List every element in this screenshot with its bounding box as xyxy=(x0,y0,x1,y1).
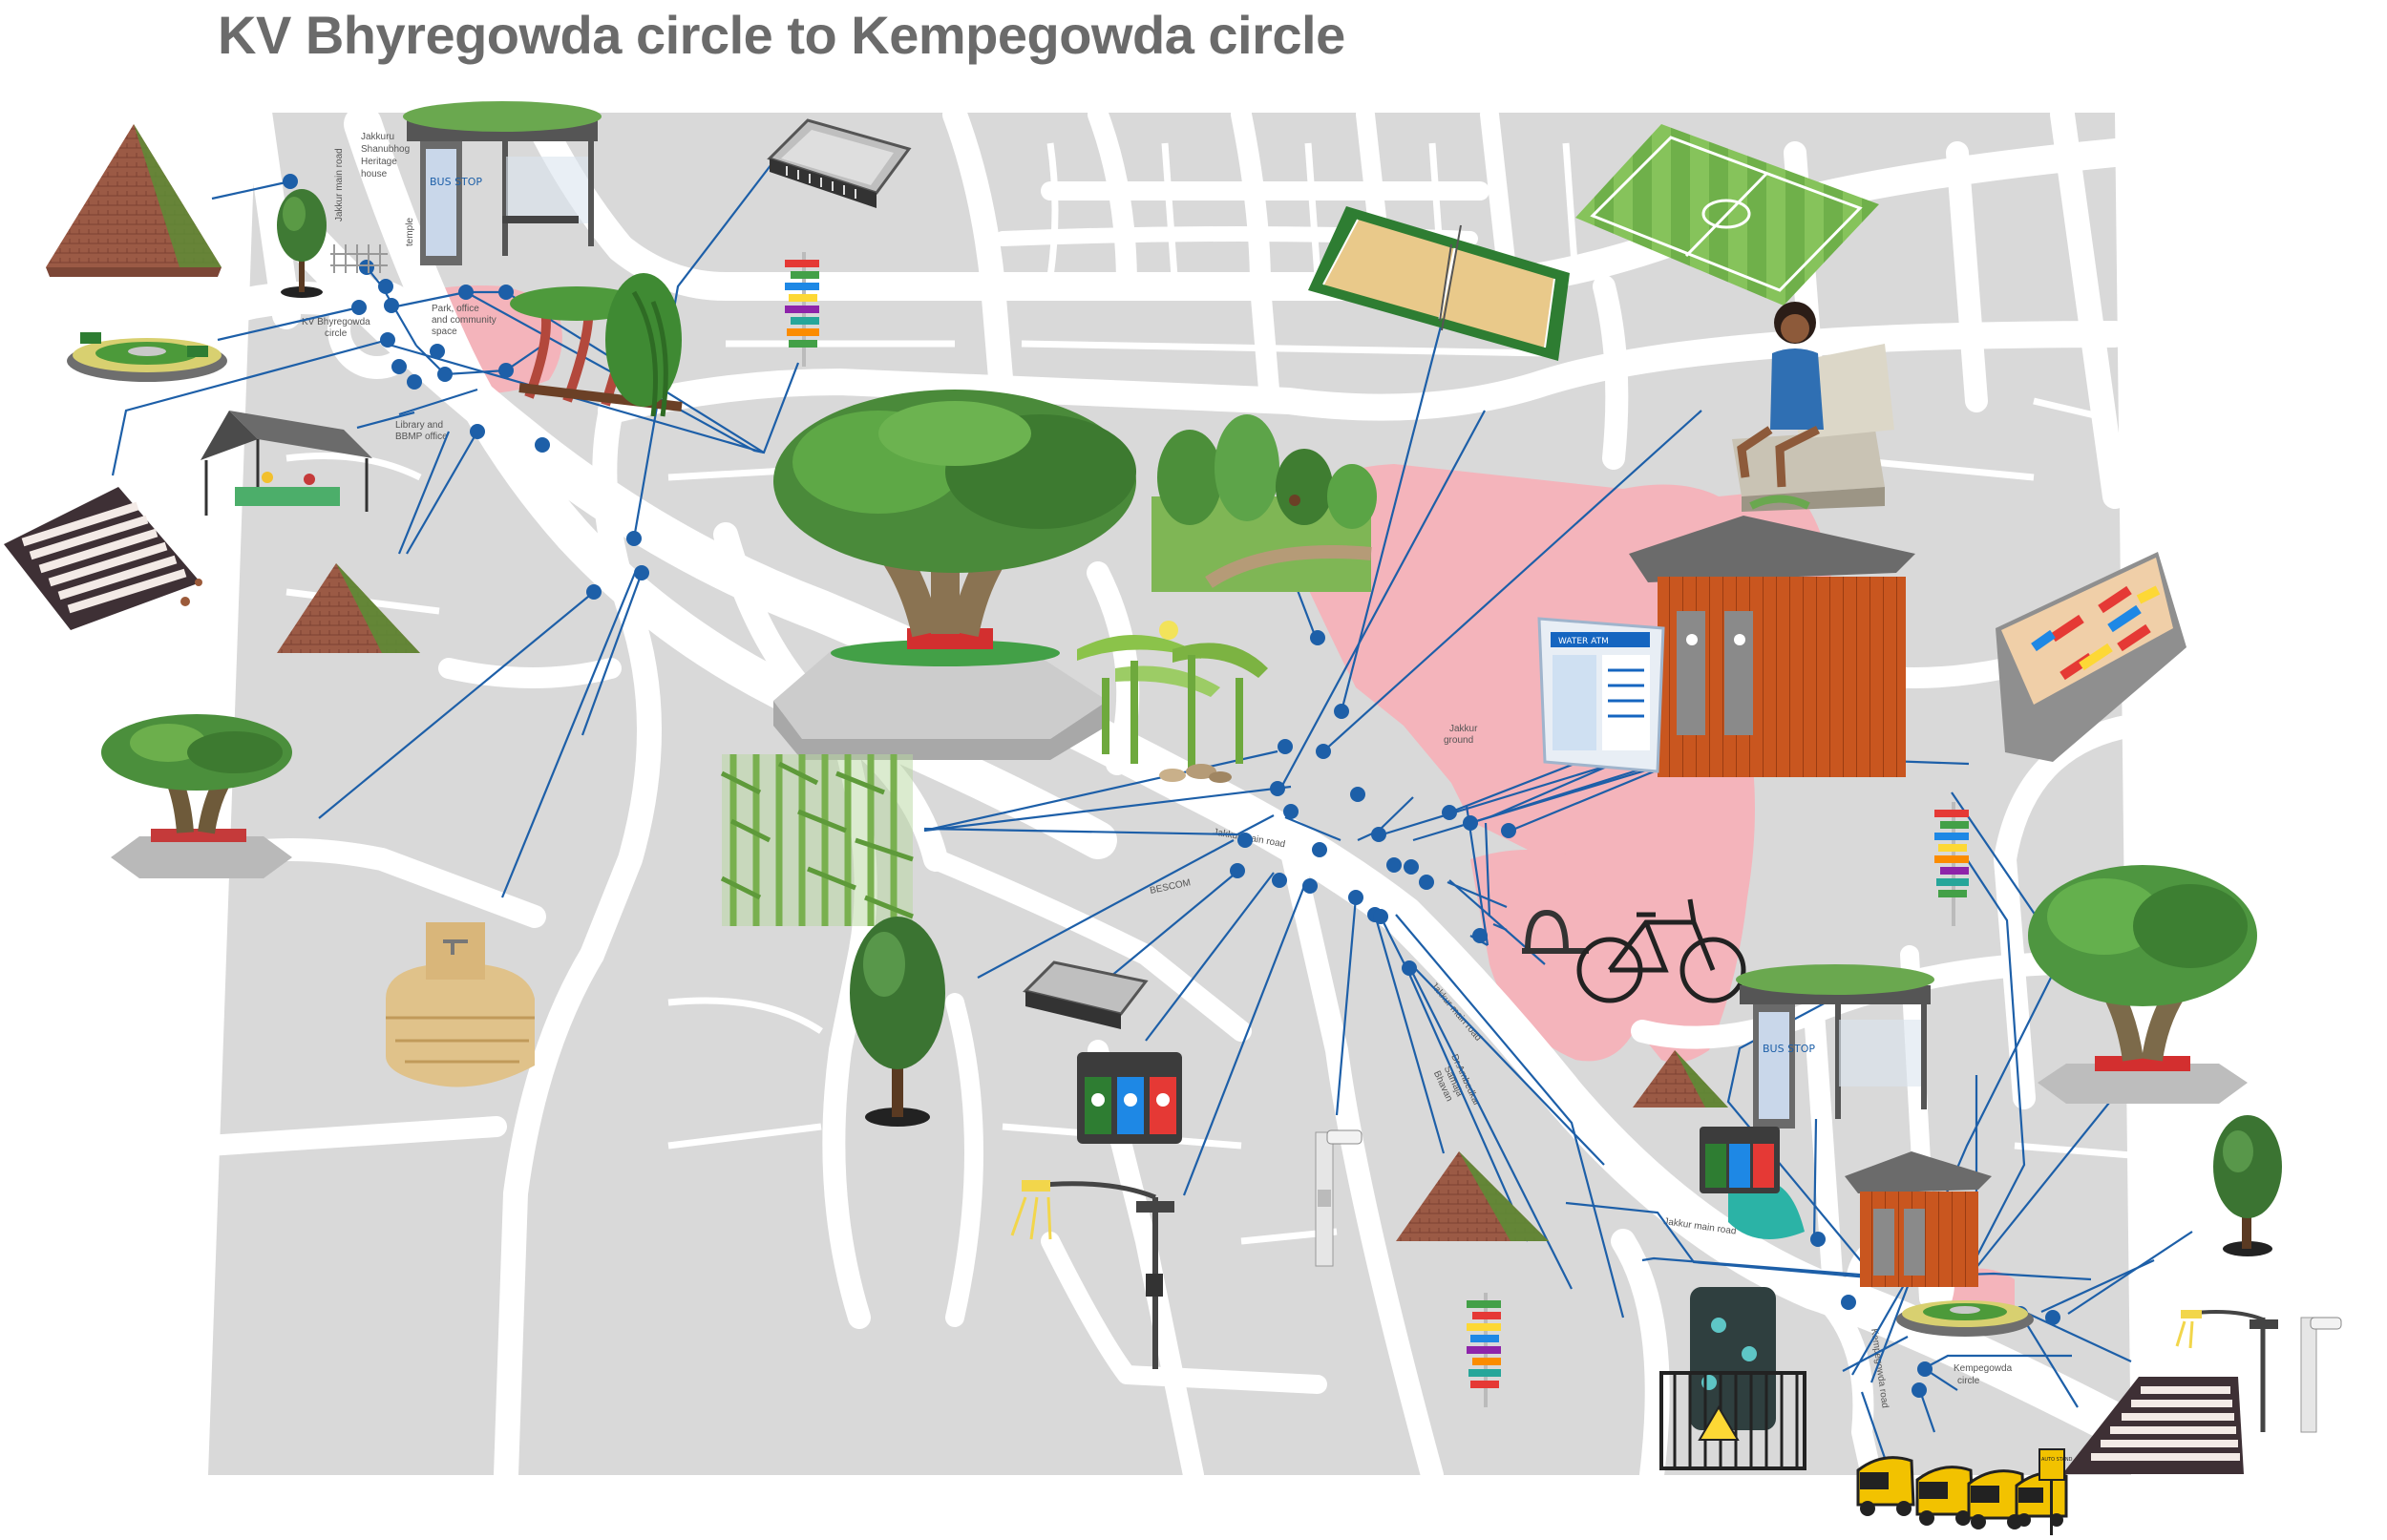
zebra-crossing-icon xyxy=(4,487,202,630)
big-tree-planter-icon xyxy=(101,714,292,878)
bus-stop-sign: BUS STOP xyxy=(1763,1043,1815,1055)
market-canopy-icon xyxy=(201,411,372,516)
bamboo-screen-icon xyxy=(720,754,914,926)
football-field-icon xyxy=(1575,124,1879,306)
public-toilet-icon xyxy=(1845,1151,1992,1287)
auto-stand-sign-icon: AUTO STAND xyxy=(2038,1448,2073,1535)
mural-wall-icon xyxy=(1996,552,2186,762)
grass-pyramid-icon xyxy=(46,124,222,277)
water-atm-icon: WATER ATM xyxy=(1537,617,1665,773)
label-jakkur-main-road-nw: Jakkur main road xyxy=(334,148,345,222)
umbrella-canopy-icon xyxy=(1077,621,1268,783)
label-library: Library and BBMP office xyxy=(395,420,448,442)
auto-stand-text: AUTO STAND xyxy=(2041,1457,2073,1463)
bus-shelter-green-roof-icon: BUS STOP xyxy=(1736,964,1934,1129)
young-tree-icon xyxy=(2213,1115,2282,1256)
seated-woman-bench-icon xyxy=(1732,302,1894,512)
wayfinding-signpost-icon xyxy=(1467,1293,1501,1407)
big-tree-planter-icon xyxy=(2028,865,2257,1104)
cctv-pole-icon xyxy=(2300,1317,2342,1433)
roundabout-icon xyxy=(1896,1300,2034,1337)
street-light-icon xyxy=(2175,1310,2278,1432)
page-title: KV Bhyregowda circle to Kempegowda circl… xyxy=(218,5,1345,65)
bus-shelter-green-roof-icon: BUS STOP xyxy=(403,101,602,265)
curved-pergola-bench-icon xyxy=(510,273,683,417)
young-tree-icon xyxy=(850,917,945,1127)
fence-icon xyxy=(330,244,388,273)
wayfinding-signpost-icon xyxy=(785,252,819,367)
segregated-bins-icon xyxy=(1700,1127,1805,1239)
volleyball-court-icon xyxy=(1308,206,1570,361)
young-tree-icon xyxy=(277,189,327,298)
solar-panel-icon xyxy=(767,118,912,208)
street-light-icon xyxy=(1010,1180,1174,1369)
water-atm-sign: WATER ATM xyxy=(1558,637,1609,646)
label-heritage-house: Jakkuru Shanubhog Heritage house xyxy=(361,132,412,179)
auto-rickshaw-icon xyxy=(1856,1456,2068,1529)
zebra-crossing-icon xyxy=(2062,1377,2244,1474)
forest-jogging-track-icon xyxy=(1151,414,1377,592)
solar-panel-icon xyxy=(1023,960,1149,1029)
grass-pyramid-icon xyxy=(1396,1151,1549,1241)
big-tree-planter-icon xyxy=(773,390,1136,760)
grass-pyramid-icon xyxy=(1633,1050,1728,1108)
bus-stop-sign: BUS STOP xyxy=(430,176,482,188)
roundabout-icon xyxy=(67,332,227,382)
label-park: Park, office and community space xyxy=(432,304,499,337)
transformer-cage-icon xyxy=(1659,1287,1806,1470)
label-kempegowda-circle: Kempegowda circle xyxy=(1954,1363,2015,1386)
stone-well-icon xyxy=(386,922,535,1087)
cctv-pole-icon xyxy=(1315,1129,1362,1267)
label-kv-circle: KV Bhyregowda circle xyxy=(302,317,373,339)
bicycle-stand-icon xyxy=(1522,898,1746,1003)
label-jakkur-ground: Jakkur ground xyxy=(1444,724,1480,746)
wayfinding-signpost-icon xyxy=(1934,802,1969,926)
grass-pyramid-icon xyxy=(277,563,420,653)
public-toilet-icon xyxy=(1629,516,1915,777)
segregated-bins-icon xyxy=(1077,1052,1182,1144)
label-temple: temple xyxy=(405,218,415,246)
